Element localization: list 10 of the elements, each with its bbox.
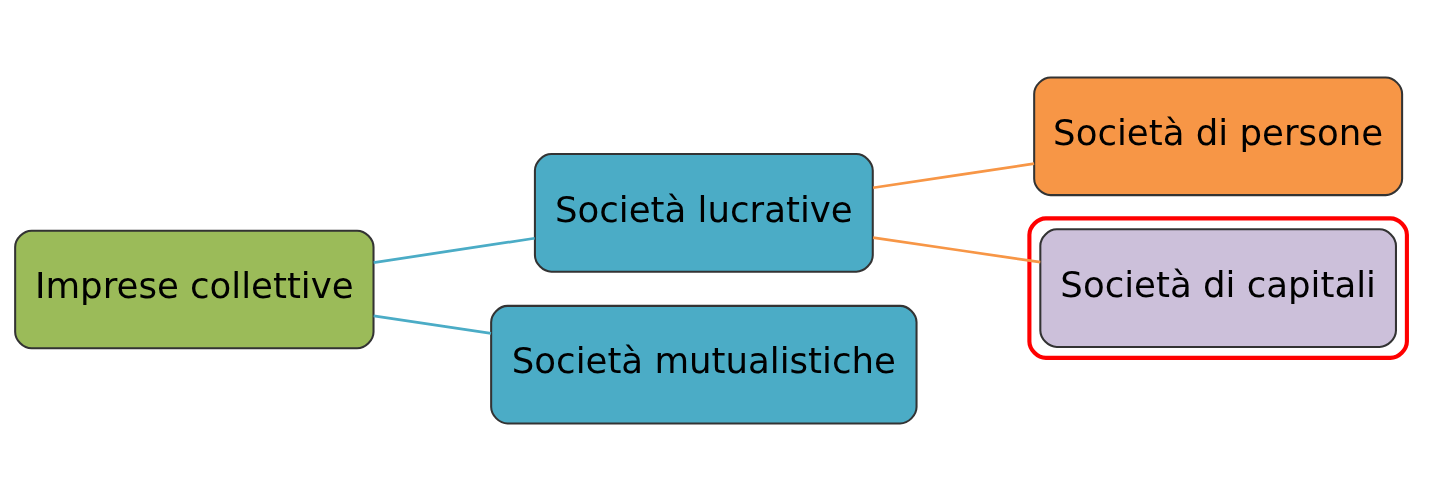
node-box: Società mutualistiche — [490, 304, 918, 425]
connector — [872, 236, 1041, 264]
node-box: Società lucrative — [533, 153, 874, 273]
connector — [373, 236, 535, 264]
cluster — [1027, 216, 1409, 360]
node-box: Società di persone — [1033, 76, 1404, 197]
node-box: Società di capitali — [1039, 228, 1397, 348]
connector — [872, 162, 1035, 190]
connector — [373, 314, 492, 335]
node-box: Imprese collettive — [14, 229, 375, 350]
